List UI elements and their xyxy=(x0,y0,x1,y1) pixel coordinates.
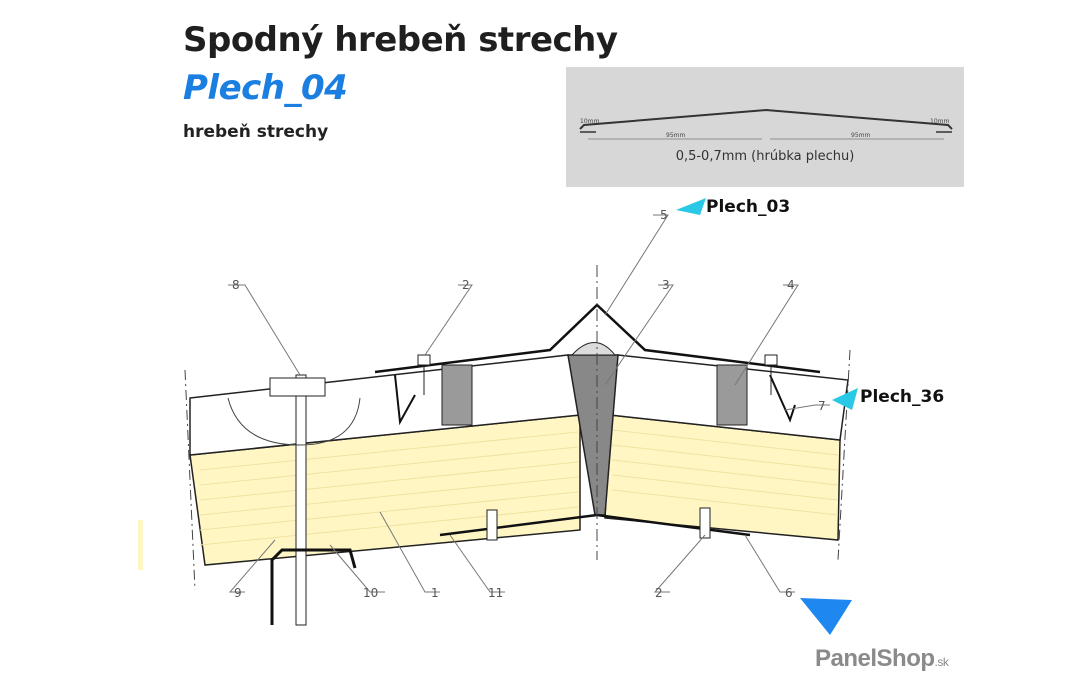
callout-5: 5 xyxy=(660,208,668,222)
brand-name: PanelShop xyxy=(815,645,935,672)
right-panel-core xyxy=(604,414,841,541)
left-cut-line xyxy=(184,369,196,591)
arrow-plech-36 xyxy=(832,388,858,410)
dim-right-fold: 10mm xyxy=(930,118,949,125)
profile-section-box: 10mm 10mm 95mm 95mm 0,5-0,7mm (hrúbka pl… xyxy=(566,67,964,187)
product-code: Plech_04 xyxy=(183,68,348,108)
callout-6: 6 xyxy=(785,586,793,600)
ridge-wedge-insulation xyxy=(567,354,619,516)
drip-right xyxy=(769,374,796,423)
drip-left xyxy=(394,374,416,426)
arrow-plech-03 xyxy=(676,198,706,215)
left-edge-fragment xyxy=(138,520,143,570)
callout-7: 7 xyxy=(818,399,826,413)
screw-sleeve xyxy=(227,397,361,446)
left-panel-core xyxy=(189,414,581,566)
callout-9: 9 xyxy=(234,586,242,600)
right-core-hatching xyxy=(611,429,839,516)
tag-plech-36: Plech_36 xyxy=(860,387,945,407)
diagram-caption: hrebeň strechy xyxy=(183,122,329,142)
right-cut-line xyxy=(837,349,851,561)
ridge-flashing-top xyxy=(374,303,821,374)
left-core-hatching xyxy=(199,431,579,546)
ridge-flashing-bottom xyxy=(439,513,751,537)
callout-4: 4 xyxy=(787,278,795,292)
dim-left-fold: 10mm xyxy=(580,118,599,125)
ridge-filler xyxy=(570,342,617,356)
diagram-title: Spodný hrebeň strechy xyxy=(183,20,618,60)
purlin-bracket xyxy=(270,548,357,625)
profile-drawing: 10mm 10mm 95mm 95mm xyxy=(579,108,953,140)
dim-right-leg: 95mm xyxy=(851,132,870,139)
top-screws xyxy=(417,354,778,395)
bottom-screws xyxy=(486,507,711,541)
callout-2-bottom: 2 xyxy=(655,586,663,600)
callout-8: 8 xyxy=(232,278,240,292)
long-screw xyxy=(295,374,307,626)
right-panel-upper xyxy=(609,354,849,441)
callout-1: 1 xyxy=(431,586,439,600)
callout-10: 10 xyxy=(363,586,378,600)
spacer-block-right xyxy=(716,364,748,426)
leader-lines xyxy=(228,214,830,593)
dim-left-leg: 95mm xyxy=(666,132,685,139)
thickness-label: 0,5-0,7mm (hrúbka plechu) xyxy=(675,149,855,164)
callout-3: 3 xyxy=(662,278,670,292)
left-panel-upper xyxy=(189,354,581,456)
screw-washer xyxy=(269,377,326,397)
tag-plech-03: Plech_03 xyxy=(706,197,791,217)
callout-2-top: 2 xyxy=(462,278,470,292)
brand-logo: PanelShop.sk xyxy=(815,645,949,673)
callout-11: 11 xyxy=(488,586,503,600)
arrow-corner xyxy=(800,598,852,635)
spacer-block-left xyxy=(441,364,473,426)
brand-tld: .sk xyxy=(934,655,949,669)
